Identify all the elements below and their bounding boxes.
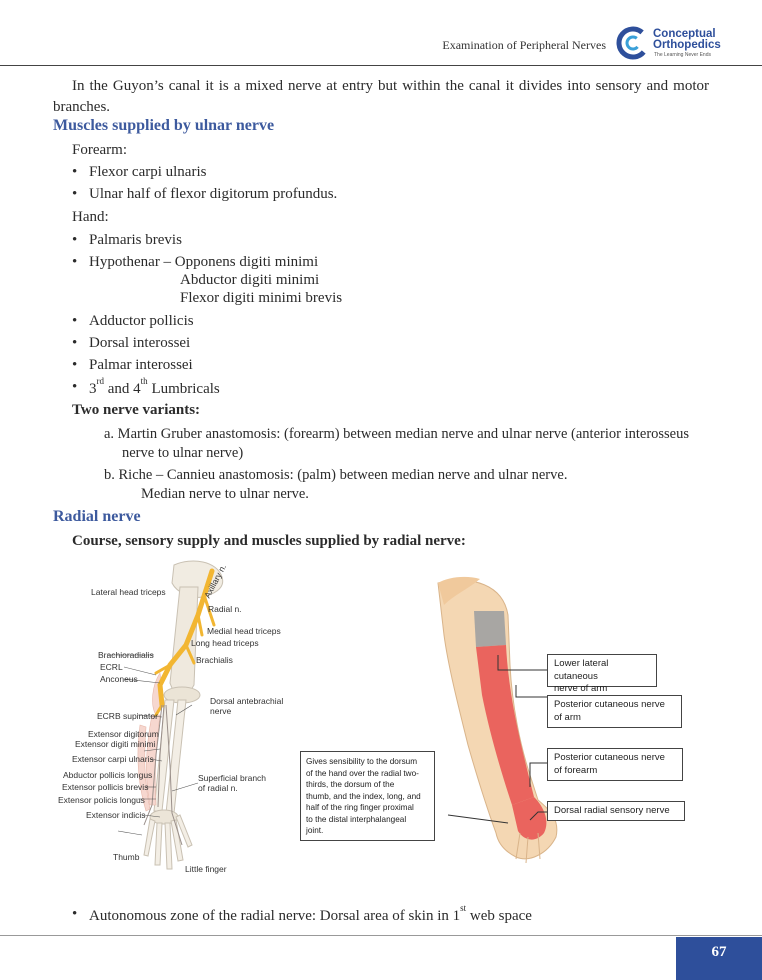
label-extensor-pollicis-brevis: Extensor pollicis brevis <box>62 782 149 792</box>
variants-heading: Two nerve variants: <box>72 402 201 418</box>
page-number-box <box>676 937 762 980</box>
variant-b: b. Riche – Cannieu anastomosis: (palm) b… <box>104 467 568 483</box>
page-header: Examination of Peripheral Nerves Concept… <box>0 0 762 66</box>
label-dorsal-antebrachial: Dorsal antebrachial <box>210 696 284 706</box>
logo-word-orthopedics: Orthopedics <box>653 39 721 51</box>
variant-a: a. Martin Gruber anastomosis: (forearm) … <box>104 426 690 442</box>
label-anconeus: Anconeus <box>100 674 138 684</box>
label-medial-head-triceps: Medial head triceps <box>207 626 281 636</box>
list-subitem: Abductor digiti minimi <box>180 272 320 288</box>
label-extensor-carpi-ulnaris: Extensor carpi ulnaris <box>72 754 154 764</box>
logo-word-conceptual: Conceptual <box>653 28 716 40</box>
list-item-lumbricals: 3rd and 4th Lumbricals <box>72 376 220 398</box>
page-number: 67 <box>711 944 727 960</box>
radial-nerve-heading: Radial nerve <box>53 508 141 525</box>
label-superficial-branch-radial: of radial n. <box>198 783 238 793</box>
radial-course-heading: Course, sensory supply and muscles suppl… <box>72 533 466 549</box>
variant-a-cont: nerve to ulnar nerve) <box>122 445 244 461</box>
label-little-finger: Little finger <box>185 864 227 874</box>
label-brachialis: Brachialis <box>196 655 233 665</box>
label-radial-n: Radial n. <box>208 604 242 614</box>
header-divider <box>0 65 762 66</box>
label-lateral-head-triceps: Lateral head triceps <box>91 587 166 597</box>
label-dorsal-antebrachial-nerve: nerve <box>210 706 232 716</box>
arm-skeleton-illustration <box>107 560 224 870</box>
label-ecrl: ECRL <box>100 662 123 672</box>
intro-paragraph: In the Guyon’s canal it is a mixed nerve… <box>53 78 709 115</box>
label-long-head-triceps: Long head triceps <box>191 638 259 648</box>
list-item: Palmar interossei <box>72 357 193 374</box>
radial-nerve-course-figure: Axillary n. Lateral head triceps Radial … <box>52 555 300 880</box>
label-extensor-indicis: Extensor indicis <box>86 810 146 820</box>
label-ecrb-supinator: ECRB supinator <box>97 711 158 721</box>
list-item: Adductor pollicis <box>72 313 194 330</box>
list-item: Hypothenar – Opponens digiti minimi <box>72 254 318 271</box>
label-abductor-pollicis-longus: Abductor pollicis longus <box>63 770 153 780</box>
variant-b-cont: Median nerve to ulnar nerve. <box>141 486 309 502</box>
list-item: Flexor carpi ulnaris <box>72 164 207 181</box>
list-item: Palmaris brevis <box>72 232 182 249</box>
label-superficial-branch: Superficial branch <box>198 773 267 783</box>
footer-divider <box>0 935 762 936</box>
list-subitem: Flexor digiti minimi brevis <box>180 290 343 306</box>
autonomous-zone-item: Autonomous zone of the radial nerve: Dor… <box>72 903 532 925</box>
label-extensor-digiti-minimi: Extensor digiti minimi <box>75 739 156 749</box>
label-thumb: Thumb <box>113 852 140 862</box>
label-extensor-policis-longus: Extensor policis longus <box>58 795 145 805</box>
hand-label: Hand: <box>72 209 109 225</box>
logo-c-icon <box>616 26 650 60</box>
brand-logo: Conceptual Orthopedics The Learning Neve… <box>616 26 756 62</box>
label-extensor-digitorum: Extensor digitorum <box>88 729 159 739</box>
logo-tagline: The Learning Never Ends <box>654 52 711 58</box>
forearm-label: Forearm: <box>72 142 127 158</box>
label-brachioradialis: Brachioradialis <box>98 650 154 660</box>
ulnar-muscles-heading: Muscles supplied by ulnar nerve <box>53 117 275 134</box>
list-item: Ulnar half of flexor digitorum profundus… <box>72 186 337 203</box>
running-title: Examination of Peripheral Nerves <box>442 38 606 52</box>
arm-skin-illustration <box>437 576 558 864</box>
sensibility-note: Gives sensibility to the dorsum of the h… <box>300 751 435 841</box>
label-dorsal-radial-sensory: Dorsal radial sensory nerve <box>547 801 685 821</box>
list-item: Dorsal interossei <box>72 335 190 352</box>
